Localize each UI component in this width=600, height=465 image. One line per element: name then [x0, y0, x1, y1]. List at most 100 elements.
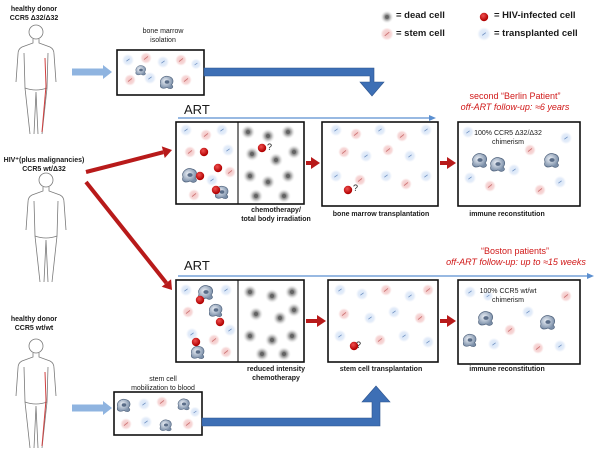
stem-cell-icon — [120, 417, 133, 431]
bottom-art-label: ART — [184, 258, 210, 273]
stem-cell-icon — [421, 283, 435, 297]
bottom-arrow-1-head — [317, 315, 326, 327]
dead-cell-icon — [287, 303, 301, 317]
dead-cell-icon — [281, 125, 295, 139]
transplanted-cell-icon — [521, 305, 535, 319]
macrophage-icon — [462, 333, 477, 347]
top-transplant-box — [321, 121, 439, 207]
macrophage-icon — [177, 398, 190, 411]
donation-arrow-top-shaft — [72, 68, 104, 76]
bottom-step3-label: immune reconstitution — [469, 366, 545, 373]
stem-cell-icon — [349, 127, 363, 141]
transplanted-cell-icon — [359, 149, 373, 163]
stem-cell-icon — [395, 129, 409, 143]
dead-cell-icon — [243, 329, 257, 343]
donor-top-human — [15, 24, 57, 135]
hiv-infected-cell-icon — [257, 143, 267, 153]
stem-cell-icon — [223, 165, 237, 179]
dead-cell-icon — [245, 147, 259, 161]
transplanted-cell-icon — [476, 26, 492, 42]
transplanted-cell-icon — [139, 415, 153, 429]
transplanted-cell-icon — [329, 123, 343, 137]
bottom-step2-label: stem cell transplantation — [339, 366, 423, 373]
dead-cell-icon — [273, 311, 287, 325]
dead-cell-icon — [249, 307, 263, 321]
donor-top-line2: CCR5 Δ32/Δ32 — [9, 15, 59, 22]
macrophage-icon — [540, 315, 556, 330]
transplanted-cell-icon — [221, 143, 235, 157]
flow-arrow-bottom — [201, 385, 391, 427]
hiv-infected-cell-icon — [195, 171, 205, 181]
macrophage-icon — [472, 153, 488, 168]
hiv-infected-cell-icon — [211, 185, 221, 195]
top-arrow-1-head — [311, 157, 320, 169]
hiv-infected-cell-icon — [195, 295, 205, 305]
top-step3-label: immune reconstitution — [469, 211, 545, 218]
patient-to-bottom-arrow-shaft — [84, 180, 168, 285]
top-art-line-head — [429, 115, 436, 121]
transplanted-cell-icon — [219, 283, 233, 297]
dead-cell-icon — [261, 175, 275, 189]
hiv-infected-cell-icon — [479, 12, 489, 22]
dead-cell-icon — [255, 347, 269, 361]
transplanted-cell-icon — [121, 53, 135, 67]
dead-cell-icon — [269, 153, 283, 167]
legend-transplanted-cell-label: = transplanted cell — [494, 28, 578, 39]
stem-cell-icon — [399, 177, 413, 191]
stem-cell-icon — [337, 145, 351, 159]
macrophage-icon — [544, 153, 560, 168]
bottom-step1-label-line2: chemotherapy — [252, 375, 300, 382]
transplanted-cell-icon — [507, 163, 521, 177]
dead-cell-icon — [249, 189, 263, 203]
dead-cell-icon — [287, 145, 301, 159]
transplanted-cell-icon — [463, 171, 477, 185]
donor-top-line1: healthy donor — [10, 6, 58, 13]
transplanted-cell-icon — [379, 169, 393, 183]
dead-cell-icon — [277, 189, 291, 203]
bottom-art-line-head — [587, 273, 594, 279]
transplanted-cell-icon — [387, 305, 401, 319]
transplanted-cell-icon — [223, 323, 237, 337]
stem-cell-icon — [181, 305, 195, 319]
transplanted-cell-icon — [397, 329, 411, 343]
dead-cell-icon — [261, 129, 275, 143]
top-chimerism-line2: chimerism — [492, 139, 524, 146]
bottom-followup: off-ART follow-up: up to ≈15 weeks — [446, 257, 586, 267]
dead-cell-icon — [285, 285, 299, 299]
transplanted-cell-icon — [179, 283, 193, 297]
stem-cell-mobilization-line2: mobilization to blood — [131, 385, 195, 392]
top-question-mark-2: ? — [353, 183, 359, 193]
stem-cell-icon — [207, 333, 221, 347]
hiv-infected-cell-icon — [199, 147, 209, 157]
macrophage-icon — [490, 157, 506, 172]
transplanted-cell-icon — [189, 406, 201, 418]
transplanted-cell-icon — [487, 337, 501, 351]
dead-cell-icon — [243, 285, 257, 299]
dead-cell-icon — [265, 333, 279, 347]
macrophage-icon — [190, 345, 205, 359]
hiv-infected-cell-icon — [215, 317, 225, 327]
patient-to-top-arrow-head — [161, 146, 172, 159]
transplanted-cell-icon — [329, 169, 343, 183]
dead-cell-icon — [243, 169, 257, 183]
bone-marrow-isolation-line2: isolation — [150, 37, 176, 44]
hiv-infected-cell-icon — [343, 185, 353, 195]
transplanted-cell-icon — [205, 173, 219, 187]
patient-to-top-arrow-shaft — [85, 150, 164, 174]
macrophage-icon — [159, 75, 174, 89]
transplanted-cell-icon — [215, 123, 229, 137]
stem-cell-icon — [381, 143, 395, 157]
macrophage-icon — [478, 311, 494, 326]
stem-cell-icon — [187, 188, 201, 202]
top-step2-label: bone marrow transplantation — [332, 211, 430, 218]
donor-bottom-line1: healthy donor — [10, 316, 58, 323]
stem-cell-icon — [379, 283, 393, 297]
stem-cell-icon — [560, 289, 572, 303]
dead-cell-icon — [285, 329, 299, 343]
stem-cell-icon — [532, 341, 544, 355]
transplanted-cell-icon — [403, 289, 417, 303]
transplanted-cell-icon — [553, 175, 567, 189]
patient-to-bottom-arrow-head — [161, 279, 172, 290]
stem-cell-icon — [219, 345, 233, 359]
